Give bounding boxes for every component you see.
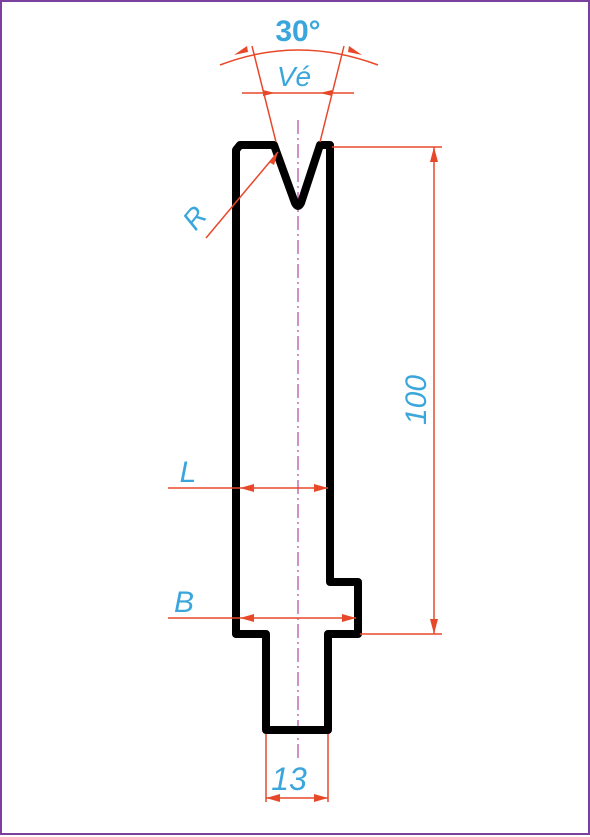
tang-arrow-right [314, 794, 328, 802]
angle-arc [219, 49, 379, 66]
radius-leader [205, 151, 279, 239]
angle-label: 30° [275, 15, 320, 48]
width-b-label: B [174, 586, 194, 619]
width-b-arrow-right [342, 614, 356, 622]
height-arrow-top [430, 147, 438, 162]
radius-label: R [176, 200, 213, 235]
angle-arrow-left [234, 46, 248, 55]
height-label: 100 [400, 375, 433, 425]
width-l-label: L [180, 456, 197, 489]
height-arrow-bottom [430, 619, 438, 634]
width-l-arrow-left [240, 484, 254, 492]
radius-arrow [269, 152, 278, 165]
width-b-arrow-left [240, 614, 254, 622]
width-l-arrow-right [314, 484, 328, 492]
punch-outline [232, 141, 362, 734]
angle-arrow-right [348, 46, 362, 55]
tang-label: 13 [271, 761, 307, 797]
opening-arrow-right [320, 90, 332, 96]
opening-arrow-left [263, 90, 275, 96]
opening-label: Vé [277, 61, 311, 92]
tang-arrow-left [266, 794, 280, 802]
